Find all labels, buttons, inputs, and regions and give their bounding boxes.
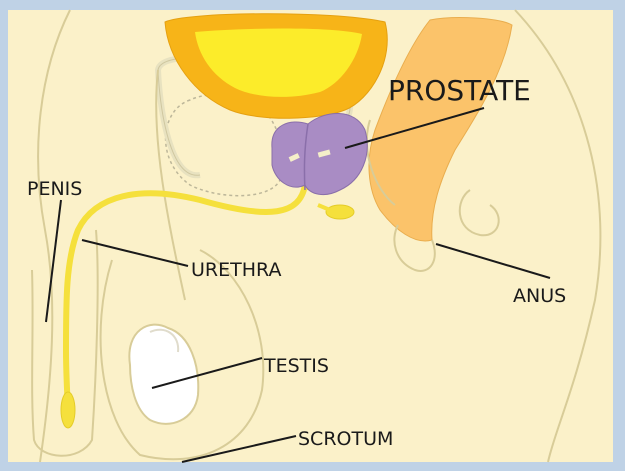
label-testis: TESTIS (263, 355, 329, 377)
label-scrotum: SCROTUM (298, 428, 393, 450)
label-anus: ANUS (513, 285, 566, 307)
label-prostate: PROSTATE (388, 74, 531, 107)
frame-bottom (0, 462, 625, 471)
frame-left (0, 0, 8, 471)
frame-top (0, 0, 625, 10)
frame-right (613, 0, 625, 471)
label-urethra: URETHRA (191, 259, 281, 281)
urethra-meatus (61, 392, 75, 428)
seminal-vesicle (326, 205, 354, 219)
label-penis: PENIS (27, 178, 82, 200)
